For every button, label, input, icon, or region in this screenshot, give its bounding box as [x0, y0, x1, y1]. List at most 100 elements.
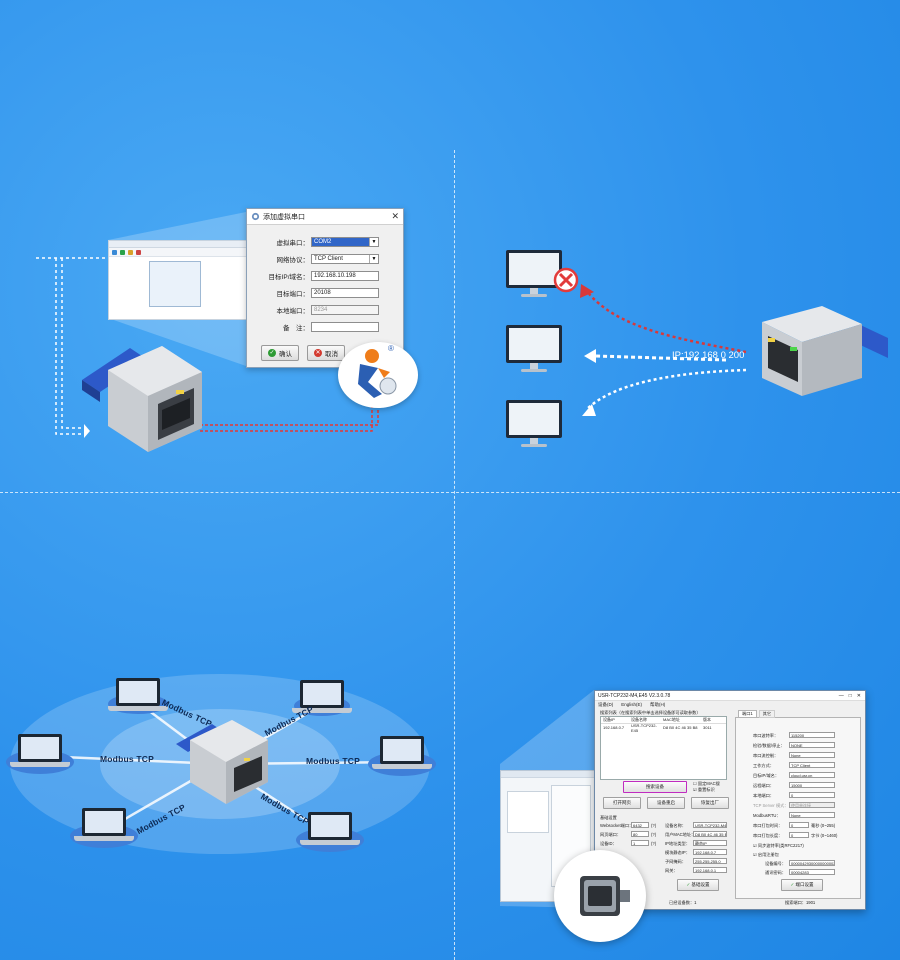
menu-english[interactable]: English(E): [621, 702, 643, 707]
search-device-button[interactable]: 搜索设备: [623, 781, 687, 793]
col-header: 版本: [703, 717, 711, 722]
checkbox-fixed-mac[interactable]: ☐ 固定MAC搜: [693, 781, 720, 786]
virtual-port-select[interactable]: COM2▼: [311, 237, 379, 247]
server-monitor-3: [506, 400, 562, 447]
field-row-local-port: 本地端口： 8234: [247, 304, 403, 316]
pwd-label: 通讯密码：: [765, 870, 786, 875]
pack-time-input[interactable]: 0: [789, 822, 809, 828]
cell: 3011: [703, 725, 712, 730]
device-restart-button[interactable]: 设备重启: [647, 797, 685, 809]
check-icon: ✓: [268, 349, 276, 357]
port-label: 检验/数据/停止：: [753, 743, 785, 748]
basic-label: IP地址类型：: [665, 841, 690, 846]
col-header: 设备名称: [631, 717, 647, 722]
checkbox-label: 重置标识: [697, 787, 715, 792]
checkbox-sync-baud[interactable]: ☑ 同步波特率(类RFC2217): [753, 843, 804, 848]
local-port-input[interactable]: 0: [789, 792, 835, 798]
button-label: 恢复出厂: [701, 800, 719, 805]
laptop-4: [372, 736, 432, 769]
laptop-3: [10, 734, 70, 767]
gateway-input[interactable]: 192.168.0.1: [693, 867, 727, 873]
basic-label: 网页端口：: [600, 832, 621, 837]
close-icon[interactable]: ✕: [856, 692, 861, 699]
rj45-module-image: [762, 306, 888, 396]
pwd-input[interactable]: 00004283: [789, 869, 835, 875]
server-mode-select[interactable]: 使用单连接: [789, 802, 835, 808]
checkbox-register[interactable]: ☑ 启用注册包: [753, 852, 779, 857]
dialog-title: 添加虚拟串口: [263, 213, 305, 221]
maximize-icon[interactable]: □: [848, 692, 852, 699]
field-label: 本地端口：: [276, 308, 310, 315]
window-controls: — □ ✕: [839, 693, 865, 699]
usr-logo-badge: ®: [338, 342, 418, 408]
baud-select[interactable]: 115200: [789, 732, 835, 738]
basic-label: 网关：: [665, 868, 678, 873]
modbus-label: Modbus TCP: [100, 754, 154, 764]
basic-save-button[interactable]: ✓ 基础设置: [677, 879, 719, 891]
pack-hint: 毫秒 (0~255): [811, 823, 836, 828]
laptop-1: [108, 678, 168, 711]
factory-reset-button[interactable]: 恢复出厂: [691, 797, 729, 809]
tab-port1[interactable]: 端口1: [738, 710, 757, 718]
minimize-icon[interactable]: —: [838, 692, 844, 699]
field-row-virtual-port: 虚拟串口： COM2▼: [247, 236, 403, 248]
basic-label: 用户MAC地址：: [665, 832, 696, 837]
checkbox-reset[interactable]: ☑ 重置标识: [693, 787, 715, 792]
protocol-select[interactable]: TCP Client▼: [311, 254, 379, 264]
check-icon: ✓: [790, 882, 795, 887]
field-label: 目标端口：: [276, 291, 310, 298]
ok-button[interactable]: ✓ 确认: [261, 345, 299, 361]
serial-connector-icon: [580, 876, 630, 916]
device-list[interactable]: 设备IP 设备名称 MAC地址 版本 192.168.0.7 USR-TCP23…: [600, 716, 727, 780]
menu-device[interactable]: 设备(D): [598, 701, 614, 707]
device-id-input[interactable]: 1: [631, 840, 649, 846]
checkbox-label: 同步波特率(类RFC2217): [757, 843, 804, 848]
target-port-input[interactable]: 20108: [311, 288, 379, 298]
help-tag[interactable]: (?): [651, 841, 657, 846]
flow-control-select[interactable]: None: [789, 752, 835, 758]
field-row-target-ip: 目标IP/域名： 192.168.10.198: [247, 270, 403, 282]
subnet-input[interactable]: 255.255.255.0: [693, 858, 727, 864]
port-label: 目标IP/域名：: [753, 773, 780, 778]
web-port-input[interactable]: 80: [631, 831, 649, 837]
close-icon[interactable]: ✕: [391, 211, 399, 221]
pack-length-input[interactable]: 0: [789, 832, 809, 838]
dialog-titlebar: 添加虚拟串口 ✕: [247, 209, 403, 225]
close-icon: ✕: [314, 349, 322, 357]
basic-label: 设备ID：: [600, 841, 617, 846]
help-tag[interactable]: (?): [651, 832, 657, 837]
quadrant-modbus: Modbus TCP Modbus TCP Modbus TCP Modbus …: [0, 494, 454, 960]
cancel-button[interactable]: ✕ 取消: [307, 345, 345, 361]
remote-port-input[interactable]: 15000: [789, 782, 835, 788]
col-header: 设备IP: [603, 717, 615, 722]
ip-type-select[interactable]: 静态IP: [693, 840, 727, 846]
port-save-button[interactable]: ✓ 端口设置: [781, 879, 823, 891]
tab-other[interactable]: 其它: [758, 710, 776, 718]
parity-select[interactable]: NONE: [789, 742, 835, 748]
cell: USR-TCP232-E45: [631, 722, 657, 733]
field-value: COM2: [314, 239, 332, 245]
static-ip-input[interactable]: 192.168.0.7: [693, 849, 727, 855]
target-host-input[interactable]: cloud.usr.cn: [789, 772, 835, 778]
field-label: 网络协议：: [276, 257, 310, 264]
note-input[interactable]: [311, 322, 379, 332]
websocket-port-input[interactable]: 6432: [631, 822, 649, 828]
menu-help[interactable]: 帮助(H): [650, 701, 666, 707]
work-mode-select[interactable]: TCP Client: [789, 762, 835, 768]
help-tag[interactable]: (?): [651, 823, 657, 828]
device-name-input[interactable]: USR-TCP232-M4: [693, 822, 727, 828]
reg-id-input[interactable]: 00000429300000000002: [789, 860, 835, 866]
button-label: 端口设置: [795, 882, 814, 887]
mac-input[interactable]: D8 B0 4C 46 35 B8: [693, 831, 727, 837]
modbus-select[interactable]: None: [789, 812, 835, 818]
open-web-button[interactable]: 打开网页: [603, 797, 641, 809]
checkbox-label: 启用注册包: [757, 852, 779, 857]
menu-bar: 设备(D) English(E) 帮助(H): [595, 701, 865, 708]
quadrant-divider-horizontal: [0, 492, 900, 493]
target-ip-input[interactable]: 192.168.10.198: [311, 271, 379, 281]
port-label: 远程端口：: [753, 783, 774, 788]
local-port-input[interactable]: 8234: [311, 305, 379, 315]
db9-connector-badge: [554, 850, 646, 942]
table-row[interactable]: 192.168.0.7 USR-TCP232-E45 D8 B0 4C 46 3…: [601, 722, 726, 733]
